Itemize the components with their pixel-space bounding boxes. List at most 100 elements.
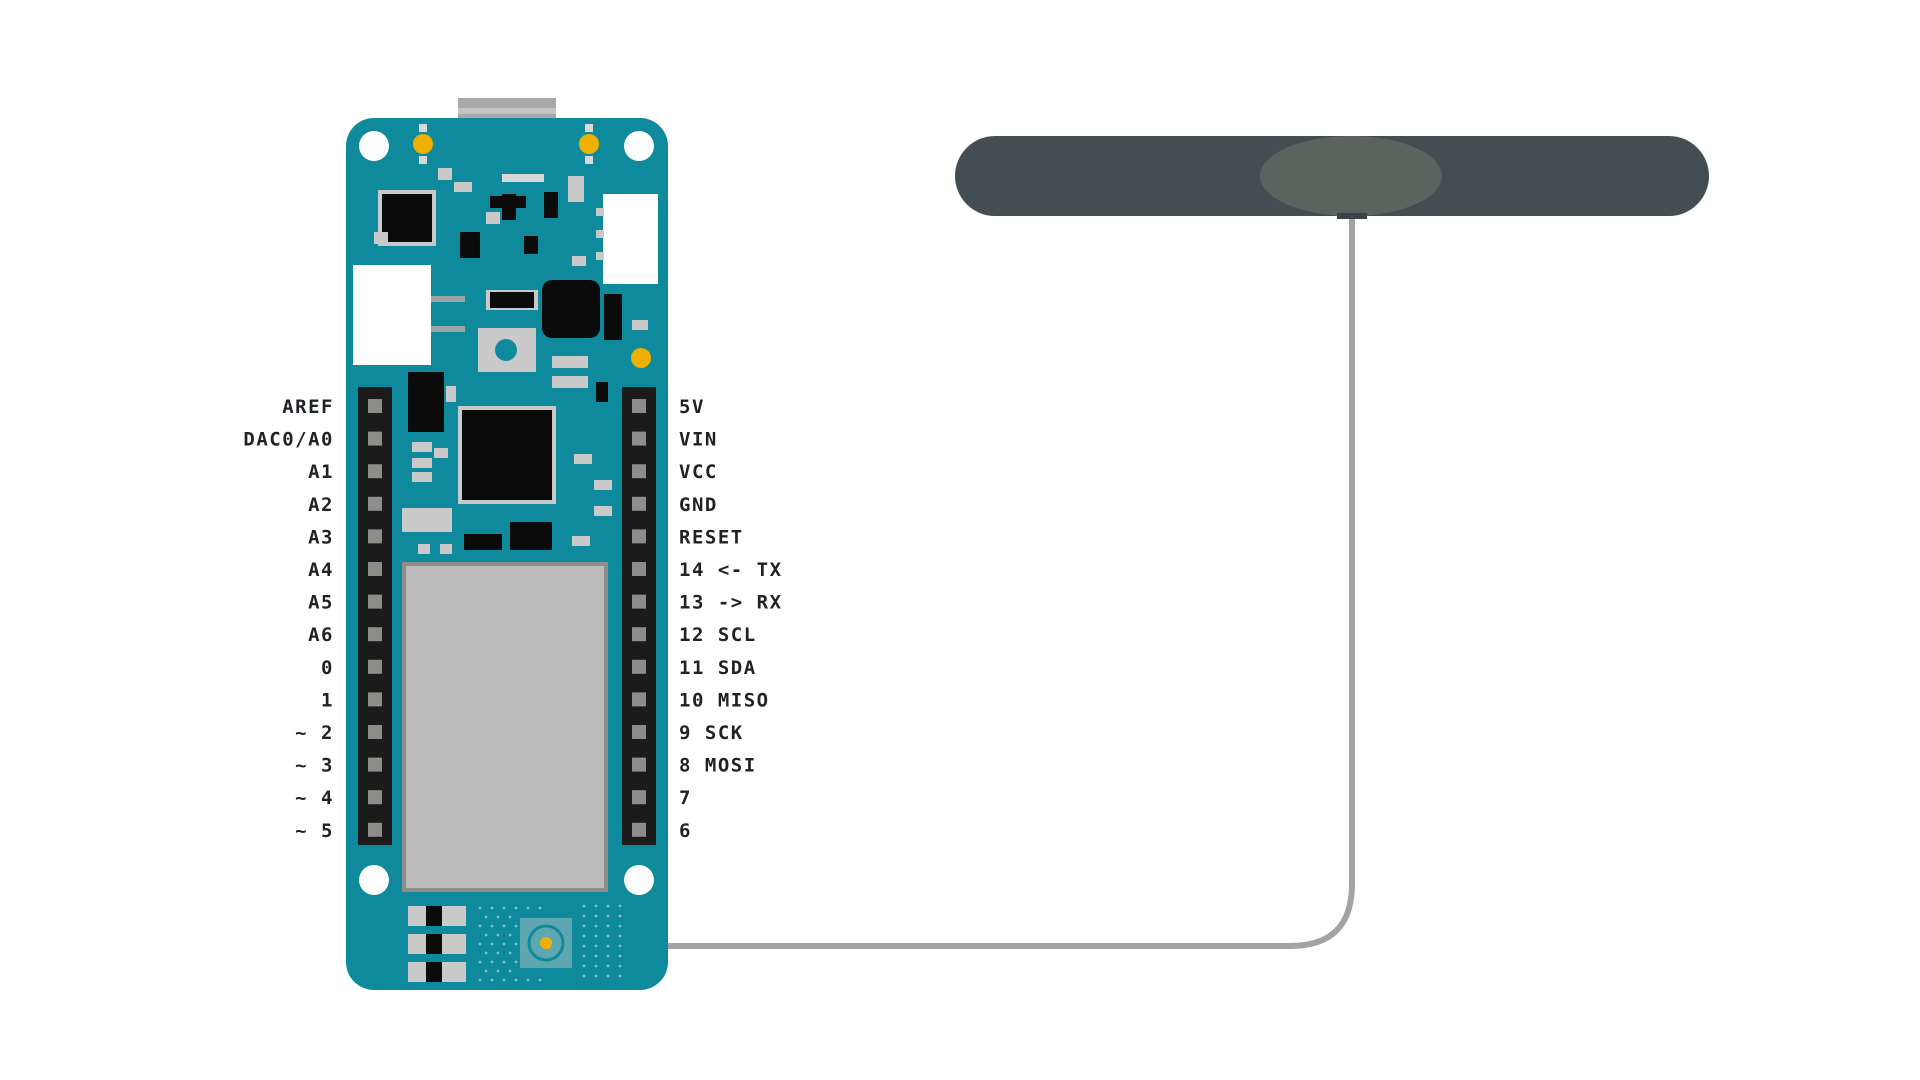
via-dot bbox=[490, 978, 494, 982]
led bbox=[631, 348, 651, 368]
via-dot bbox=[606, 974, 610, 978]
via-dot bbox=[606, 954, 610, 958]
via-dot bbox=[514, 942, 518, 946]
battery-connector bbox=[353, 265, 431, 365]
small-chip bbox=[378, 190, 436, 246]
via-dot bbox=[618, 964, 622, 968]
right-header-pin bbox=[632, 659, 646, 674]
right-header-pin bbox=[632, 790, 646, 805]
via-dot bbox=[582, 964, 586, 968]
via-dot bbox=[582, 974, 586, 978]
ufl-connector-icon bbox=[520, 918, 572, 968]
via-dot bbox=[478, 960, 482, 964]
left-header-pin bbox=[368, 464, 382, 479]
via-dot bbox=[508, 933, 512, 937]
via-dot bbox=[502, 978, 506, 982]
pin-label-right: RESET bbox=[679, 526, 744, 548]
via-dot bbox=[538, 906, 542, 910]
via-dot bbox=[502, 924, 506, 928]
right-header-pin bbox=[632, 822, 646, 837]
via-dot bbox=[526, 978, 530, 982]
pin-label-left: ~ 4 bbox=[295, 787, 334, 809]
pin-label-left: A2 bbox=[308, 494, 334, 516]
via-dot bbox=[514, 906, 518, 910]
left-header-pin bbox=[368, 692, 382, 707]
mounting-hole bbox=[359, 131, 389, 161]
right-header-pin bbox=[632, 496, 646, 511]
pin-label-left: ~ 5 bbox=[295, 820, 334, 842]
right-header-pin bbox=[632, 594, 646, 609]
pin-label-right: 12 SCL bbox=[679, 624, 757, 646]
pin-label-left: A6 bbox=[308, 624, 334, 646]
via-dot bbox=[618, 974, 622, 978]
via-dot bbox=[484, 915, 488, 919]
pin-label-left: A4 bbox=[308, 559, 334, 581]
left-header-pin bbox=[368, 529, 382, 544]
via-dot bbox=[490, 960, 494, 964]
reset-button bbox=[478, 328, 536, 372]
via-dot bbox=[538, 978, 542, 982]
pin-label-left: DAC0/A0 bbox=[243, 429, 334, 451]
antenna-hub bbox=[1260, 136, 1442, 216]
via-dot bbox=[594, 974, 598, 978]
via-dot bbox=[514, 978, 518, 982]
via-dot bbox=[496, 951, 500, 955]
via-dot bbox=[594, 944, 598, 948]
right-header-pin bbox=[632, 757, 646, 772]
pin-label-right: 9 SCK bbox=[679, 722, 744, 744]
left-header-pin bbox=[368, 725, 382, 739]
left-header-pin bbox=[368, 496, 382, 511]
antenna-cable-joint bbox=[1337, 213, 1367, 219]
pin-label-right: 8 MOSI bbox=[679, 755, 757, 777]
right-header-pin bbox=[632, 529, 646, 544]
mounting-hole bbox=[359, 865, 389, 895]
via-dot bbox=[478, 906, 482, 910]
left-header-pin bbox=[368, 822, 382, 837]
via-dot bbox=[606, 934, 610, 938]
right-header-pin bbox=[632, 431, 646, 446]
via-dot bbox=[514, 960, 518, 964]
via-dot bbox=[502, 960, 506, 964]
right-header-pin bbox=[632, 464, 646, 479]
via-dot bbox=[606, 964, 610, 968]
antenna-pad-connector bbox=[603, 194, 658, 284]
left-header-pin bbox=[368, 562, 382, 576]
left-pin-header bbox=[358, 387, 392, 845]
via-dot bbox=[502, 906, 506, 910]
via-dot bbox=[594, 934, 598, 938]
via-dot bbox=[606, 924, 610, 928]
pin-label-left: ~ 3 bbox=[295, 755, 334, 777]
via-dot bbox=[582, 924, 586, 928]
left-header-pin bbox=[368, 790, 382, 805]
pin-label-right: VIN bbox=[679, 429, 718, 451]
mounting-hole bbox=[624, 865, 654, 895]
via-dot bbox=[606, 944, 610, 948]
via-dot bbox=[484, 969, 488, 973]
pin-label-right: 14 <- TX bbox=[679, 559, 783, 581]
via-dot bbox=[526, 906, 530, 910]
via-dot bbox=[490, 906, 494, 910]
left-header-pin bbox=[368, 594, 382, 609]
via-dot bbox=[618, 934, 622, 938]
via-dot bbox=[618, 924, 622, 928]
via-dot bbox=[582, 954, 586, 958]
pin-label-right: 13 -> RX bbox=[679, 592, 783, 614]
via-dot bbox=[478, 942, 482, 946]
right-header-pin bbox=[632, 692, 646, 707]
via-dot bbox=[508, 969, 512, 973]
via-dot bbox=[618, 954, 622, 958]
via-dot bbox=[582, 934, 586, 938]
via-dot bbox=[508, 915, 512, 919]
via-dot bbox=[496, 969, 500, 973]
wireless-module bbox=[402, 562, 608, 892]
via-dot bbox=[478, 924, 482, 928]
pin-label-right: 5V bbox=[679, 396, 705, 418]
pin-label-left: ~ 2 bbox=[295, 722, 334, 744]
pin-label-right: VCC bbox=[679, 461, 718, 483]
pin-label-right: 6 bbox=[679, 820, 692, 842]
via-dot bbox=[496, 915, 500, 919]
pin-label-left: 1 bbox=[321, 689, 334, 711]
via-dot bbox=[484, 933, 488, 937]
via-dot bbox=[496, 933, 500, 937]
